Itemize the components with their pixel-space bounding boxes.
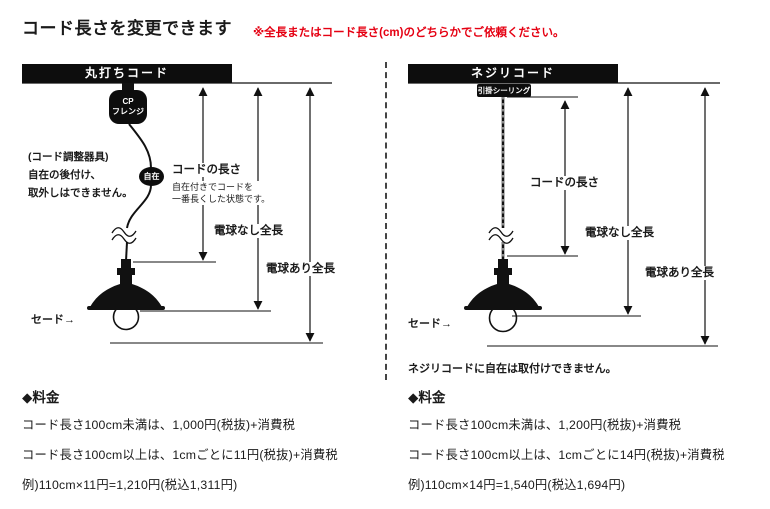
- right-attach-note: ネジリコードに自在は取付けできません。: [408, 363, 617, 375]
- left-with-bulb-label: 電球あり全長: [264, 262, 337, 276]
- right-cord-length-label: コードの長さ: [528, 176, 601, 190]
- left-adjuster-note: (コード調整器具) 自在の後付け、 取外しはできません。: [28, 151, 133, 199]
- right-pricing-heading: ◆料金: [408, 390, 446, 405]
- left-header-bar: 丸打ちコード: [22, 64, 232, 83]
- right-header-bar: ネジリコード: [408, 64, 618, 83]
- left-pricing: ◆料金 コード長さ100cm未満は、1,000円(税抜)+消費税 コード長さ10…: [22, 386, 382, 505]
- right-shade-label: セード→: [407, 315, 453, 331]
- left-jizai-chip: 自在: [139, 167, 164, 186]
- right-pricing-line-2: コード長さ100cm以上は、1cmごとに14円(税抜)+消費税: [408, 448, 725, 462]
- right-no-bulb-label: 電球なし全長: [583, 226, 656, 240]
- column-divider: [385, 62, 387, 380]
- left-cord-length-label: コードの長さ: [170, 163, 243, 177]
- right-shade: [467, 284, 539, 307]
- left-pricing-heading: ◆料金: [22, 390, 60, 405]
- page-title: コード長さを変更できます: [22, 19, 232, 38]
- left-lamp-drawing: [87, 83, 323, 344]
- right-lamp-drawing: [464, 87, 718, 347]
- left-cord-length-desc: 自在付きでコードを 一番長くした状態です。: [170, 181, 273, 205]
- left-pricing-line-1: コード長さ100cm未満は、1,000円(税抜)+消費税: [22, 418, 296, 432]
- left-shade-label: セード→: [30, 311, 76, 327]
- right-pricing-line-1: コード長さ100cm未満は、1,200円(税抜)+消費税: [408, 418, 682, 432]
- page-note: ※全長またはコード長さ(cm)のどちらかでご依頼ください。: [253, 27, 565, 39]
- right-pricing-line-3: 例)110cm×14円=1,540円(税込1,694円): [408, 478, 626, 492]
- left-pricing-line-2: コード長さ100cm以上は、1cmごとに11円(税抜)+消費税: [22, 448, 338, 462]
- right-ceiling-chip: 引掛シーリング: [477, 84, 531, 97]
- right-with-bulb-label: 電球あり全長: [643, 266, 716, 280]
- left-pricing-line-3: 例)110cm×11円=1,210円(税込1,311円): [22, 478, 238, 492]
- left-no-bulb-label: 電球なし全長: [212, 224, 285, 238]
- right-pricing: ◆料金 コード長さ100cm未満は、1,200円(税抜)+消費税 コード長さ10…: [408, 386, 768, 505]
- left-shade: [90, 284, 162, 307]
- left-cp-flange-chip: CP フレンジ: [109, 90, 147, 124]
